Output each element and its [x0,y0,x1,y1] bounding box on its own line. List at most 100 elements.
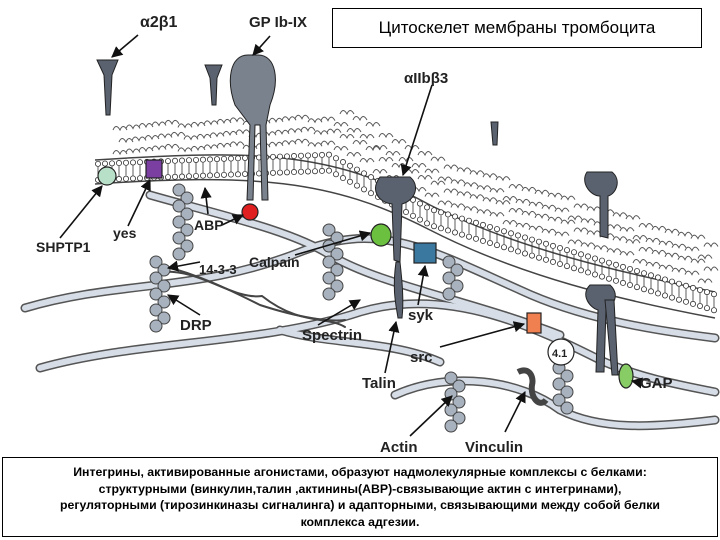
glycan-chain [216,142,232,148]
lipid-head [578,251,585,258]
label-talin: Talin [362,375,396,392]
lipid-head [360,170,367,177]
lipid-head [171,173,178,180]
glycan-chain [450,179,466,185]
glycan-chain [365,145,381,152]
glycan-chain [352,139,368,146]
glycan-chain [521,210,537,217]
platelet-membrane-diagram: α2β1 GP Ib-IX αIIbβ3 SHPTP1 yes ABP Calp… [20,14,720,456]
glycan-chain [671,243,687,249]
lipid-head [437,209,444,216]
glycan-chain [697,278,713,284]
glycan-chain [456,167,472,173]
lipid-head [465,233,472,240]
lipid-head [479,237,486,244]
glycan-chain [521,186,537,193]
glycan-chain [443,164,459,170]
glycan-chain [554,231,570,237]
glycan-chain [482,173,498,179]
actin-monomer [172,199,186,213]
glycan-chain [378,157,394,163]
glycan-chain [287,128,303,134]
lipid-head [493,226,500,233]
lipid-head [493,242,500,249]
label-drp: DRP [180,317,212,334]
caption-line-2: структурными (винкулин,талин ,актинины(A… [98,481,622,496]
glycan-chain [567,239,583,245]
glycan-chain [534,213,550,219]
actin-monomer [442,255,456,269]
glycan-chain [268,117,284,123]
actin-monomer [330,263,344,277]
label-yes: yes [113,225,137,241]
glycan-chain [534,189,550,195]
glycan-chain [378,133,394,139]
lipid-head [332,171,339,178]
lipid-head [416,216,423,223]
glycan-chain [437,200,453,206]
glycan-chain [515,222,531,229]
glycan-chain [294,138,310,144]
lipid-head [522,234,529,241]
caption-line-1: Интегрины, активированные агонистами, об… [73,465,647,479]
glycan-chain [476,209,492,215]
lipid-head [102,160,109,167]
lipid-head [543,240,550,247]
lipid-head [325,167,332,174]
lipid-head [669,278,676,285]
label-a2b1: α2β1 [140,14,178,31]
glycan-chain [437,176,453,182]
actin-monomer [149,271,163,285]
glycan-chain [489,212,505,218]
glycan-chain [703,266,719,272]
actin-monomer [330,279,344,293]
actin-monomer [322,287,336,301]
lipid-head [416,200,423,207]
lipid-head [564,247,571,254]
lipid-head [178,157,185,164]
lipid-head [297,152,304,159]
lipid-head [690,284,697,291]
glycan-chain [417,175,433,181]
lipid-head [269,169,276,176]
glycan-chain [567,215,583,221]
glycan-chain [352,115,368,122]
lipid-head [620,263,627,270]
label-vinculin: Vinculin [465,439,523,456]
actin-monomer [149,287,163,301]
glycan-chain [339,133,355,140]
lipid-head [515,232,522,239]
glycan-chain [125,124,141,130]
lipid-head [402,209,409,216]
actin-monomer [450,279,464,293]
glycan-chain [118,138,134,144]
lipid-head [599,257,606,264]
glycan-chain [690,258,706,264]
lipid-head [206,156,213,163]
lipid-head [479,221,486,228]
actin-monomer [442,287,456,301]
glycan-chain [235,129,251,135]
lipid-head [318,151,325,158]
yes-protein [145,159,163,179]
lipid-head [220,155,227,162]
glycan-chain [547,216,563,222]
calpain-protein [241,203,259,221]
lipid-head [116,160,123,167]
actin-monomer [560,385,574,399]
lipid-head [227,171,234,178]
gap-protein [618,363,634,389]
lipid-head [178,173,185,180]
lipid-head [367,174,374,181]
glycan-chain [209,132,225,138]
actin-monomer [452,411,466,425]
glycan-chain [508,208,524,214]
lipid-head [123,175,130,182]
lipid-head [430,207,437,214]
lipid-head [472,219,479,226]
glycan-chain [320,140,336,146]
label-syk: syk [408,307,434,324]
lipid-head [599,273,606,280]
lipid-head [109,160,116,167]
actin-monomer [172,215,186,229]
